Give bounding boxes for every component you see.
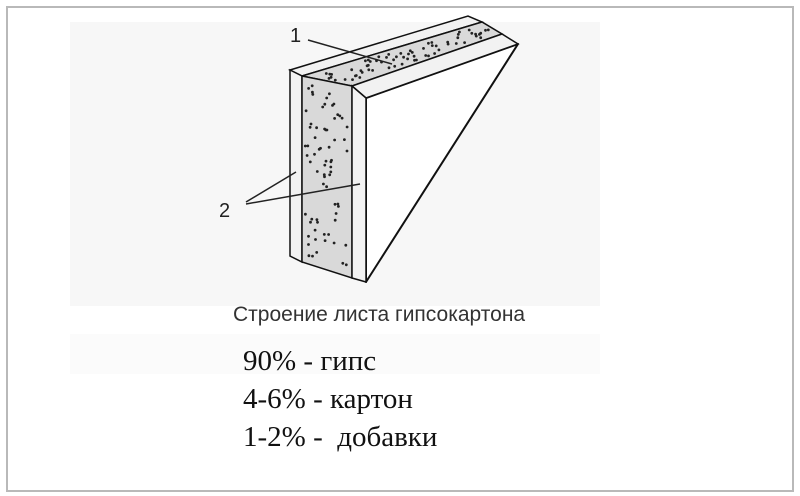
gypsum-speckles	[303, 28, 490, 267]
callout-1-leader	[307, 39, 393, 65]
callout-2-leader-b	[245, 183, 361, 205]
side-gypsum-core	[301, 75, 353, 280]
composition-item-additives: 1-2% - добавки	[243, 421, 438, 453]
callout-2-leader-a	[245, 171, 297, 203]
callout-1-label: 1	[290, 25, 301, 47]
composition-item-cardboard: 4-6% - картон	[243, 383, 413, 415]
callout-2-label: 2	[219, 200, 230, 222]
text-background-strip	[70, 334, 600, 374]
drywall-cross-section-diagram: 1 2	[219, 15, 520, 283]
diagram-caption: Строение листа гипсокартона	[233, 303, 526, 326]
side-paper-back	[289, 68, 303, 264]
composition-item-gypsum: 90% - гипс	[243, 345, 377, 377]
composition-list: 90% - гипс 4-6% - картон 1-2% - добавки	[243, 342, 437, 456]
